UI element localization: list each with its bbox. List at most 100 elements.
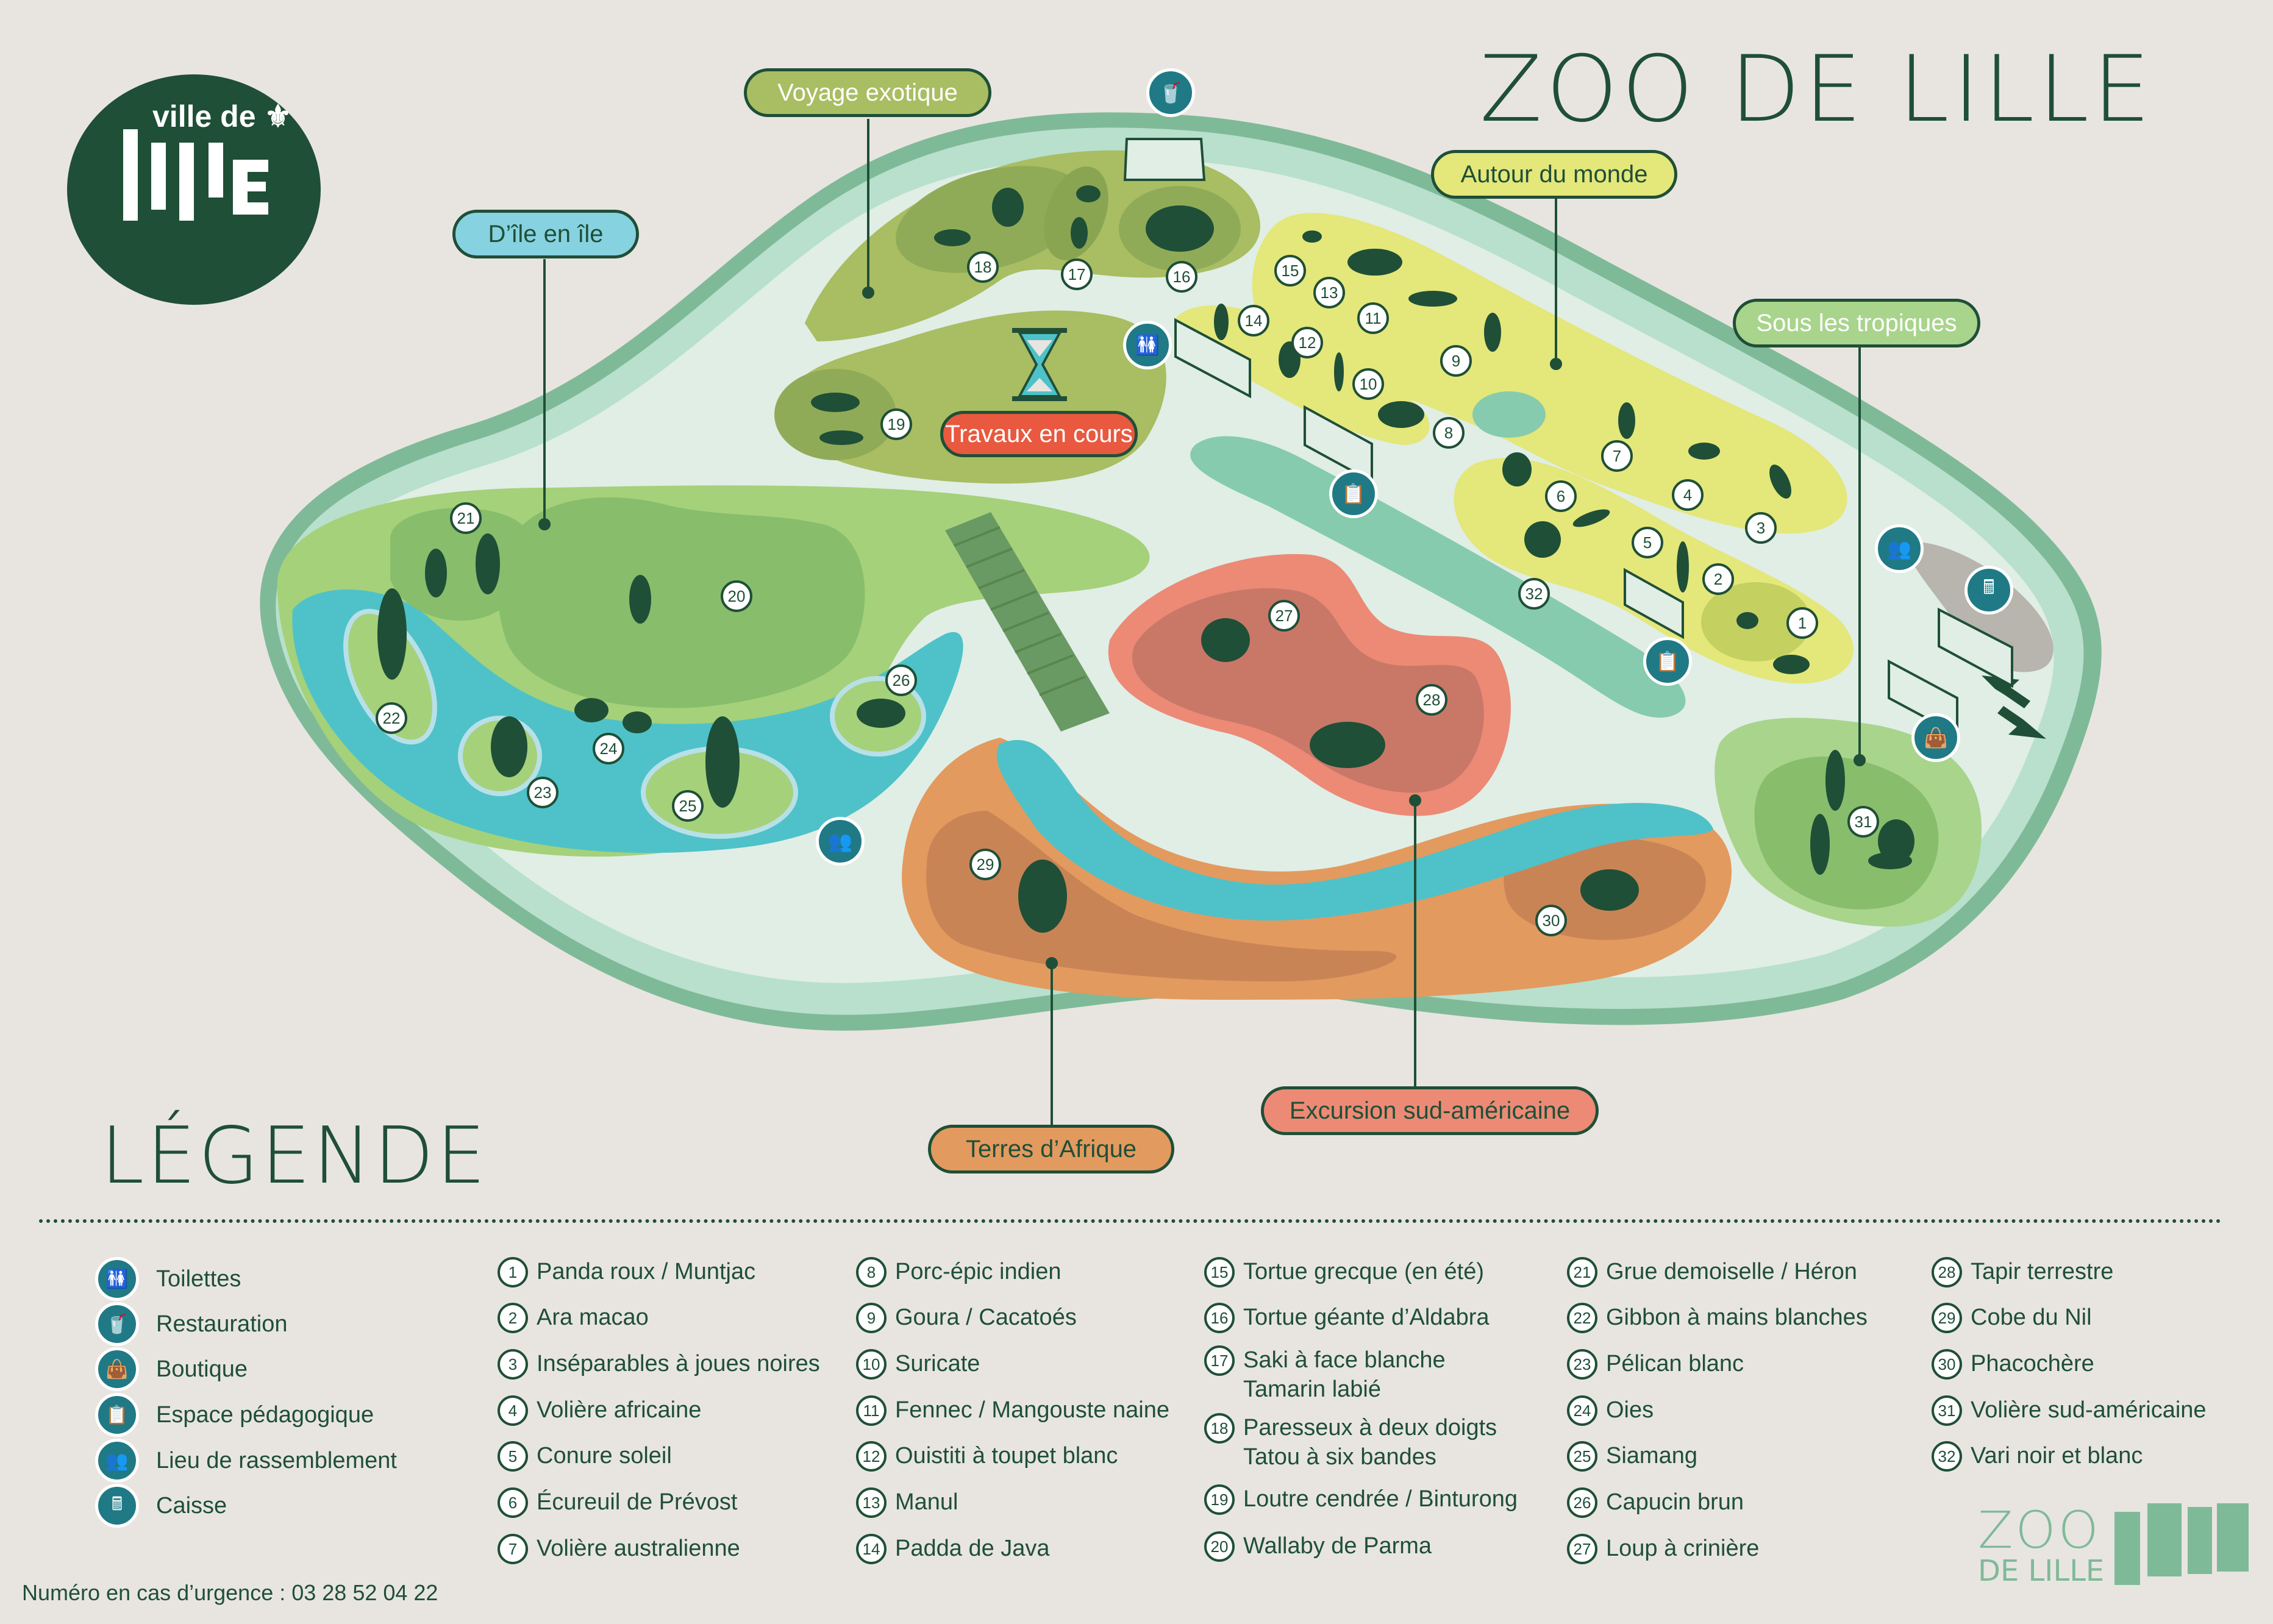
enclosure-marker-31[interactable]: 31 [1847,806,1879,838]
enclosure-marker-16[interactable]: 16 [1166,261,1197,293]
enclosure-21[interactable] [390,508,535,621]
enclosure-marker-7[interactable]: 7 [1601,440,1633,472]
assembly-point-pin-icon[interactable]: 👥 [1875,524,1924,573]
legend-number: 19 [1204,1484,1235,1515]
legend-number: 2 [498,1303,528,1333]
heron-icon [425,549,447,597]
enclosure-marker-11[interactable]: 11 [1357,302,1389,334]
crane-icon [476,533,500,594]
zone-label-sous-les-tropiques[interactable]: Sous les tropiques [1733,299,1980,347]
animal-silhouettes [377,185,1914,933]
cash-register-pin-icon[interactable]: 🖩 [1964,566,2013,614]
meerkat-icon [1334,352,1344,391]
enclosure-marker-4[interactable]: 4 [1672,479,1704,511]
enclosure-marker-20[interactable]: 20 [721,580,752,612]
enclosure-marker-17[interactable]: 17 [1061,258,1093,290]
zone-label-excursion-sud-americaine[interactable]: Excursion sud-américaine [1261,1086,1599,1135]
enclosure-marker-28[interactable]: 28 [1416,684,1447,716]
pelican-icon [491,716,527,777]
legend-label: Écureuil de Prévost [537,1489,738,1515]
binturong-icon [811,393,860,412]
zone-label-terres-afrique[interactable]: Terres d’Afrique [928,1125,1174,1173]
toilets-icon: 🚻 [95,1257,139,1301]
enclosure-29[interactable] [926,811,1397,981]
education-pin-icon[interactable]: 📋 [1329,469,1378,518]
enclosure-marker-12[interactable]: 12 [1291,327,1323,358]
african-bird-icon [1688,443,1720,460]
enclosure-marker-32[interactable]: 32 [1518,578,1550,610]
restauration-pin-icon[interactable]: 🥤 [1146,68,1195,117]
logo-letter-i [151,143,166,210]
enclosure-marker-29[interactable]: 29 [969,849,1001,880]
legend-number: 27 [1567,1534,1597,1564]
zone-autour-du-monde-band[interactable] [1175,305,1430,445]
goura-icon [1484,313,1501,352]
emergency-phone: Numéro en cas d’urgence : 03 28 52 04 22 [22,1580,438,1605]
legend-label: Conure soleil [537,1443,672,1469]
legend-number: 26 [1567,1487,1597,1518]
enclosure-marker-1[interactable]: 1 [1786,607,1818,639]
legend-facility-toilets: 🚻Toilettes [95,1257,241,1301]
fennec-icon [1408,291,1457,307]
legend-number: 8 [856,1257,887,1287]
legend-label: Padda de Java [895,1536,1050,1561]
enclosure-marker-6[interactable]: 6 [1545,480,1577,512]
education-pin-icon-2[interactable]: 📋 [1643,637,1692,686]
enclosure-marker-30[interactable]: 30 [1535,905,1567,936]
legend-divider [39,1219,2222,1223]
enclosure-marker-23[interactable]: 23 [527,777,558,808]
enclosure-marker-18[interactable]: 18 [967,251,999,283]
enclosure-marker-25[interactable]: 25 [672,790,704,822]
enclosure-marker-15[interactable]: 15 [1274,255,1306,287]
legend-facility-boutique: 👜Boutique [95,1347,248,1391]
zone-label-voyage-exotique[interactable]: Voyage exotique [744,68,991,117]
enclosure-marker-14[interactable]: 14 [1238,305,1269,337]
enclosure-marker-5[interactable]: 5 [1632,527,1663,558]
entrance-exit-arrows-icon [1982,675,2046,739]
enclosure-marker-24[interactable]: 24 [593,733,624,764]
enclosure-marker-3[interactable]: 3 [1745,512,1777,544]
legend-label: Vari noir et blanc [1971,1443,2143,1469]
enclosure-marker-9[interactable]: 9 [1440,345,1472,377]
logo-letter-l [123,129,138,221]
shop-pin-icon[interactable]: 👜 [1911,713,1960,762]
legend-number: 23 [1567,1349,1597,1380]
enclosure-31[interactable] [1754,757,1939,910]
zone-label-autour-du-monde[interactable]: Autour du monde [1431,150,1677,199]
shopping-bag-icon: 👜 [95,1347,139,1391]
enclosure-marker-2[interactable]: 2 [1702,563,1734,595]
toilets-pin-icon[interactable]: 🚻 [1123,321,1172,369]
enclosure-20[interactable] [498,497,865,708]
armadillo-icon [934,229,971,246]
enclosure-marker-27[interactable]: 27 [1268,600,1300,632]
enclosure-marker-19[interactable]: 19 [880,408,912,440]
enclosure-marker-26[interactable]: 26 [885,664,917,696]
assembly-point-icon: 👥 [95,1439,139,1483]
legend-number: 21 [1567,1257,1597,1287]
assembly-point-pin-icon-2[interactable]: 👥 [816,817,865,866]
enclosure-marker-22[interactable]: 22 [376,702,407,734]
enclosure-marker-21[interactable]: 21 [450,502,482,534]
enclosure-marker-13[interactable]: 13 [1313,277,1345,308]
enclosure-marker-10[interactable]: 10 [1352,368,1384,400]
enclosure-18[interactable] [884,147,1098,291]
zoo-map[interactable] [0,0,2273,1219]
enclosure-19[interactable] [774,369,896,460]
legend-number: 22 [1567,1303,1597,1333]
legend-number: 9 [856,1303,887,1333]
enclosure-marker-8[interactable]: 8 [1433,417,1465,449]
zone-label-dile-en-ile[interactable]: D’île en île [452,210,639,258]
